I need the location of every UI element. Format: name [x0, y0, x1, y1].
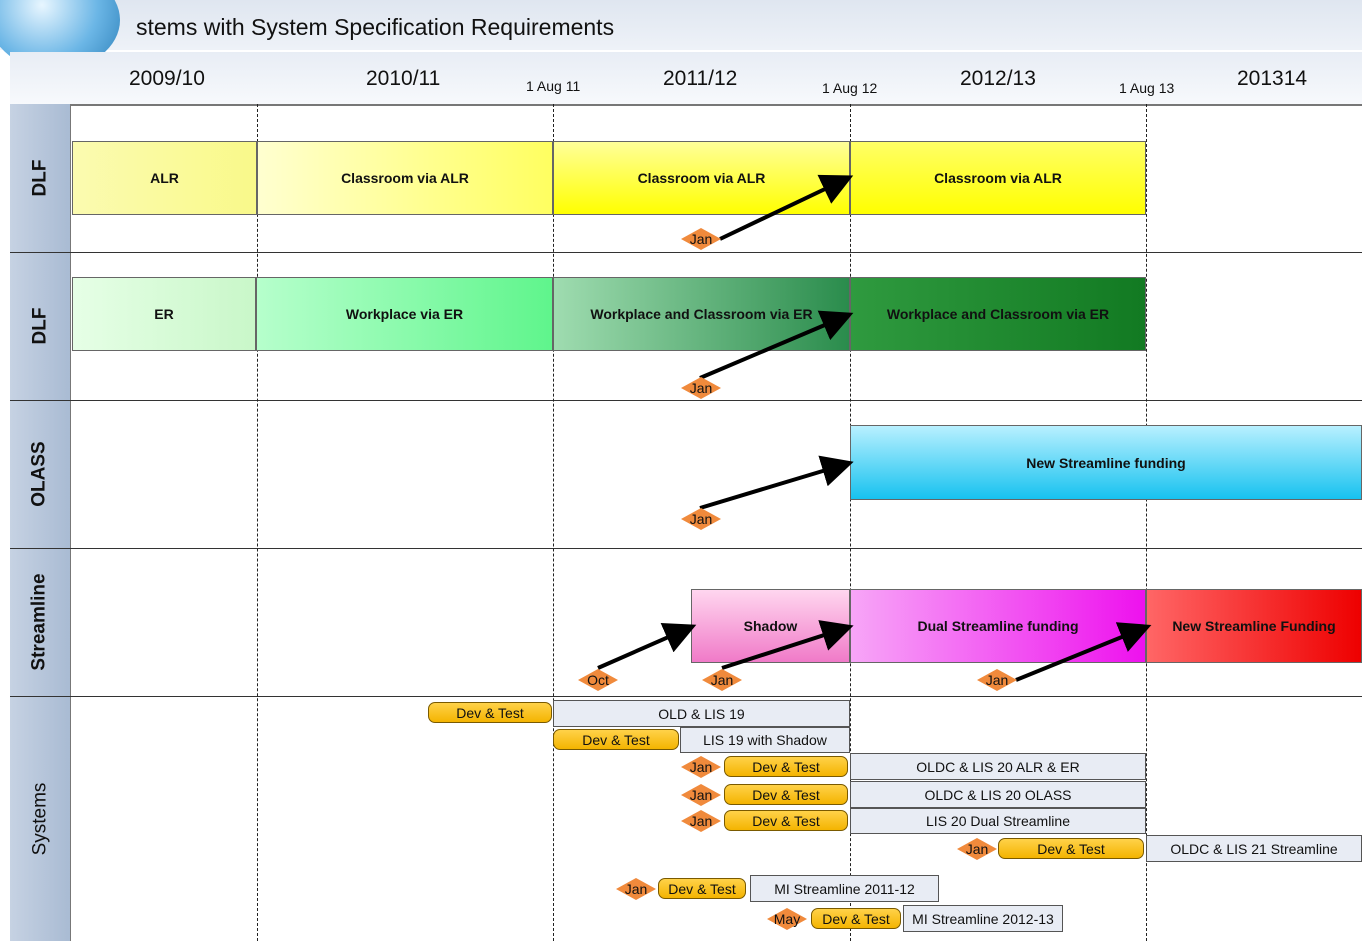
system-lis20-dual-streamline: LIS 20 Dual Streamline — [850, 808, 1146, 834]
system-oldc-lis20-olass: OLDC & LIS 20 OLASS — [850, 781, 1146, 808]
arrow — [699, 455, 854, 510]
arrow — [721, 620, 854, 670]
arrow — [1015, 622, 1152, 682]
row-label-systems: Systems — [10, 696, 71, 941]
milestone-diamond: Jan — [681, 377, 721, 399]
year-label: 201314 — [1237, 67, 1308, 90]
bar-workplace-via-er: Workplace via ER — [256, 277, 553, 351]
milestone-diamond: Jan — [702, 669, 742, 691]
year-label: 2010/11 — [366, 67, 441, 90]
dev-test-block: Dev & Test — [428, 702, 552, 723]
dev-test-block: Dev & Test — [553, 729, 679, 750]
bar-er: ER — [72, 277, 256, 351]
milestone-diamond: Jan — [977, 669, 1017, 691]
bar-dual-streamline-funding: Dual Streamline funding — [850, 589, 1146, 663]
system-mi-streamline-2011-12: MI Streamline 2011-12 — [750, 875, 939, 902]
timeline-header — [10, 52, 1362, 106]
row-label-olass: OLASS — [10, 400, 71, 548]
bar-classroom-via-alr: Classroom via ALR — [257, 141, 553, 215]
bar-new-streamline-funding: New Streamline funding — [850, 425, 1362, 500]
year-gridline — [850, 104, 851, 941]
bar-workplace-and-classroom-via-er: Workplace and Classroom via ER — [553, 277, 850, 351]
bar-new-streamline-funding-red: New Streamline Funding — [1146, 589, 1362, 663]
milestone-diamond: Jan — [681, 810, 721, 832]
system-lis19-shadow: LIS 19 with Shadow — [680, 727, 850, 753]
milestone-diamond: Jan — [681, 508, 721, 530]
system-oldc-lis20-alr-er: OLDC & LIS 20 ALR & ER — [850, 753, 1146, 780]
row-label-dlf-alr: DLF — [10, 104, 71, 252]
dev-test-block: Dev & Test — [658, 878, 746, 899]
aug-marker: 1 Aug 12 — [822, 80, 878, 96]
system-oldc-lis21-streamline: OLDC & LIS 21 Streamline — [1146, 835, 1362, 862]
row-divider — [10, 696, 1362, 697]
year-label: 2009/10 — [129, 67, 205, 90]
page-title: stems with System Specification Requirem… — [136, 14, 615, 40]
dev-test-block: Dev & Test — [811, 908, 901, 929]
milestone-diamond: Jan — [681, 228, 721, 250]
year-gridline — [1146, 104, 1147, 941]
milestone-diamond: May — [767, 908, 807, 930]
bar-alr: ALR — [72, 141, 257, 215]
year-gridline — [257, 104, 258, 941]
row-divider — [10, 400, 1362, 401]
dev-test-block: Dev & Test — [724, 810, 848, 831]
aug-marker: 1 Aug 11 — [526, 78, 581, 94]
milestone-diamond: Jan — [957, 838, 997, 860]
row-label-dlf-er: DLF — [10, 252, 71, 400]
bar-workplace-and-classroom-via-er: Workplace and Classroom via ER — [850, 277, 1146, 351]
arrow — [699, 310, 854, 380]
year-label: 2012/13 — [960, 67, 1036, 90]
system-mi-streamline-2012-13: MI Streamline 2012-13 — [903, 905, 1063, 932]
dev-test-block: Dev & Test — [998, 838, 1144, 859]
dev-test-block: Dev & Test — [724, 784, 848, 805]
row-divider — [10, 252, 1362, 253]
row-label-streamline: Streamline — [10, 548, 71, 696]
aug-marker: 1 Aug 13 — [1119, 80, 1175, 96]
row-divider — [10, 548, 1362, 549]
milestone-diamond: Jan — [616, 878, 656, 900]
dev-test-block: Dev & Test — [724, 756, 848, 777]
milestone-diamond: Jan — [681, 784, 721, 806]
system-old-lis19: OLD & LIS 19 — [553, 700, 850, 727]
arrow — [719, 174, 854, 241]
milestone-diamond: Jan — [681, 756, 721, 778]
year-gridline — [553, 104, 554, 941]
header-band — [0, 0, 1362, 50]
year-label: 2011/12 — [663, 67, 738, 90]
arrow — [597, 623, 697, 670]
bar-classroom-via-alr: Classroom via ALR — [850, 141, 1146, 215]
milestone-diamond: Oct — [578, 669, 618, 691]
